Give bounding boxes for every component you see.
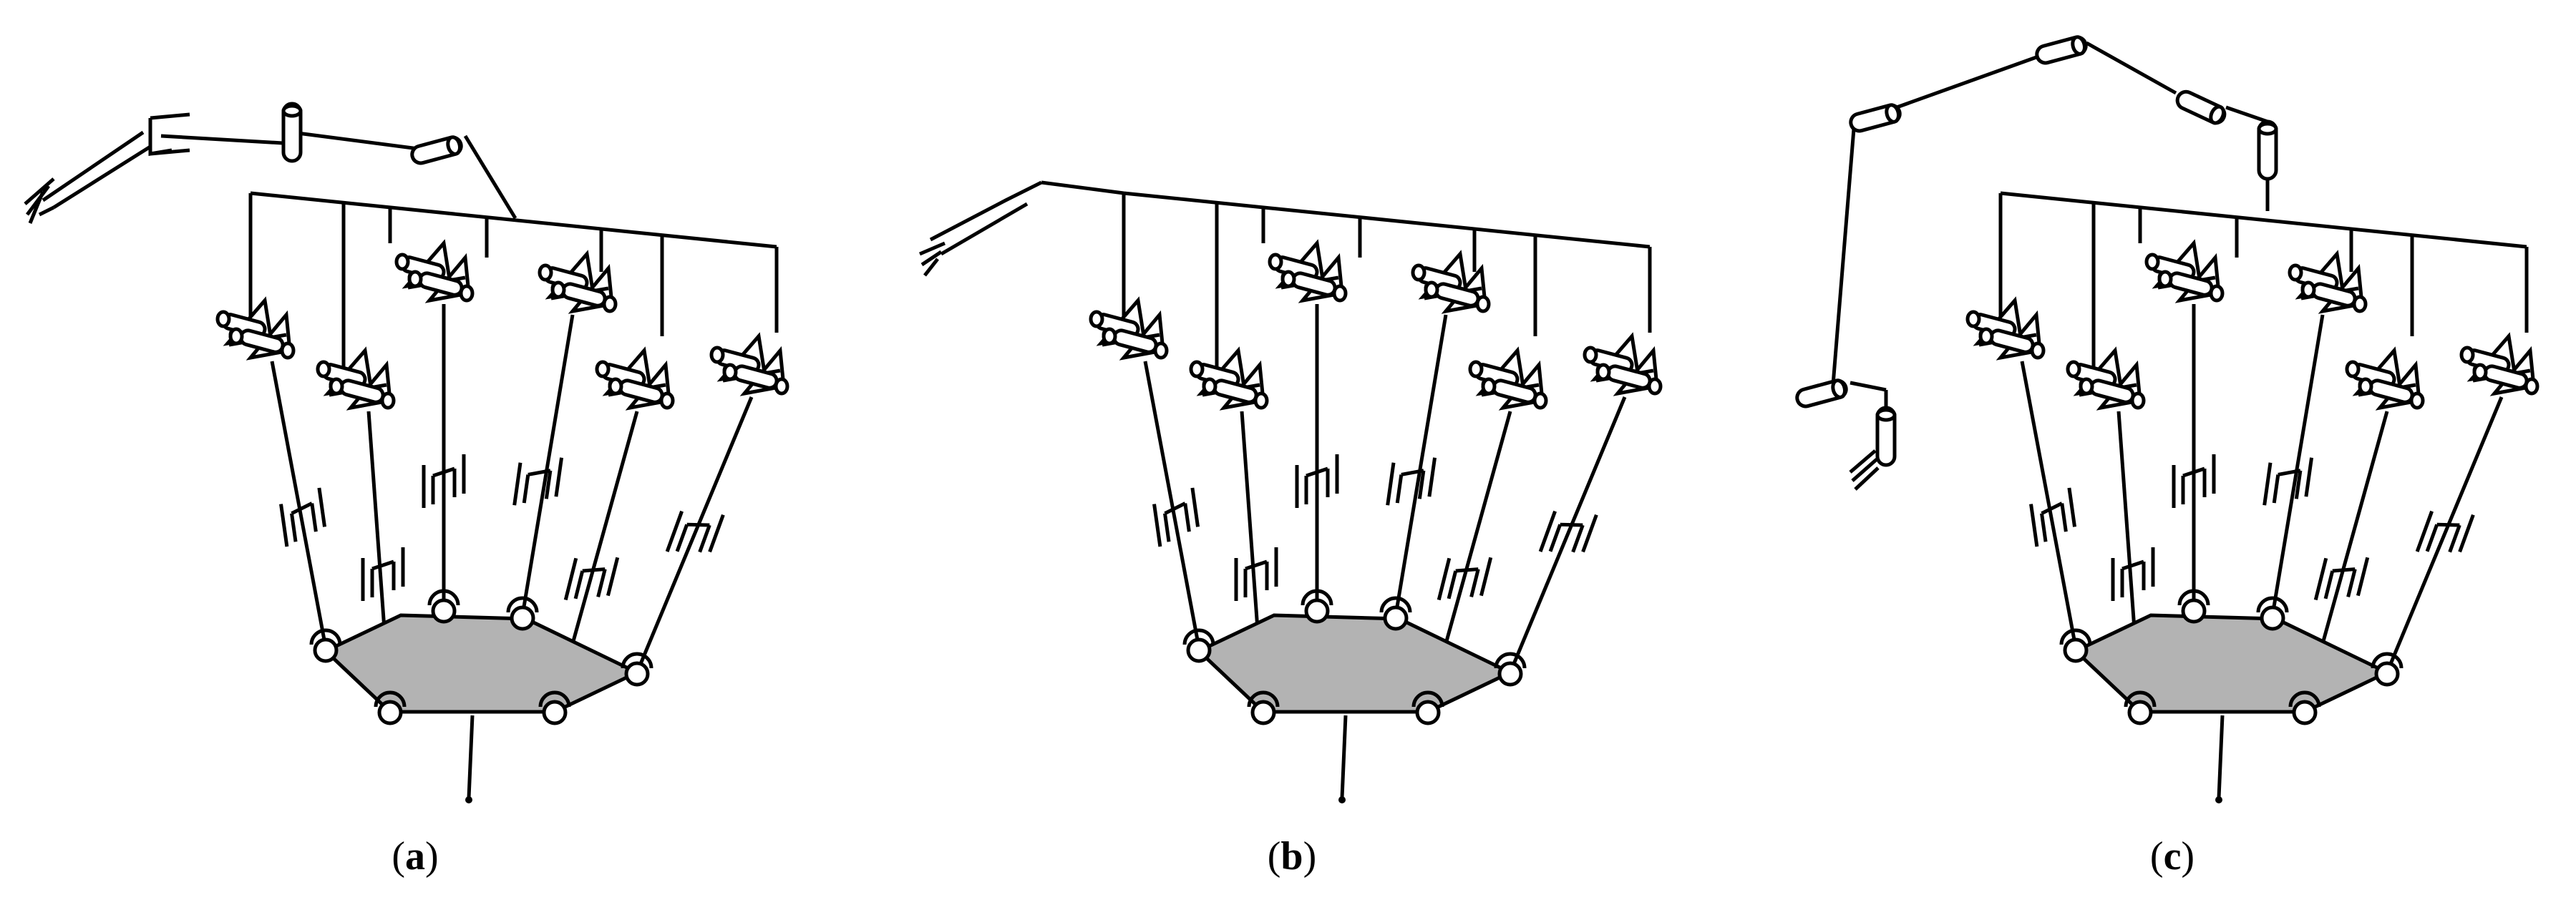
caption-c: (c) (2149, 834, 2195, 879)
panel-a-diagram (24, 104, 787, 803)
panel-b-diagram (919, 180, 1661, 803)
caption-a: (a) (392, 834, 439, 879)
panel-c-diagram (1795, 35, 2537, 803)
caption-b: (b) (1267, 834, 1317, 879)
